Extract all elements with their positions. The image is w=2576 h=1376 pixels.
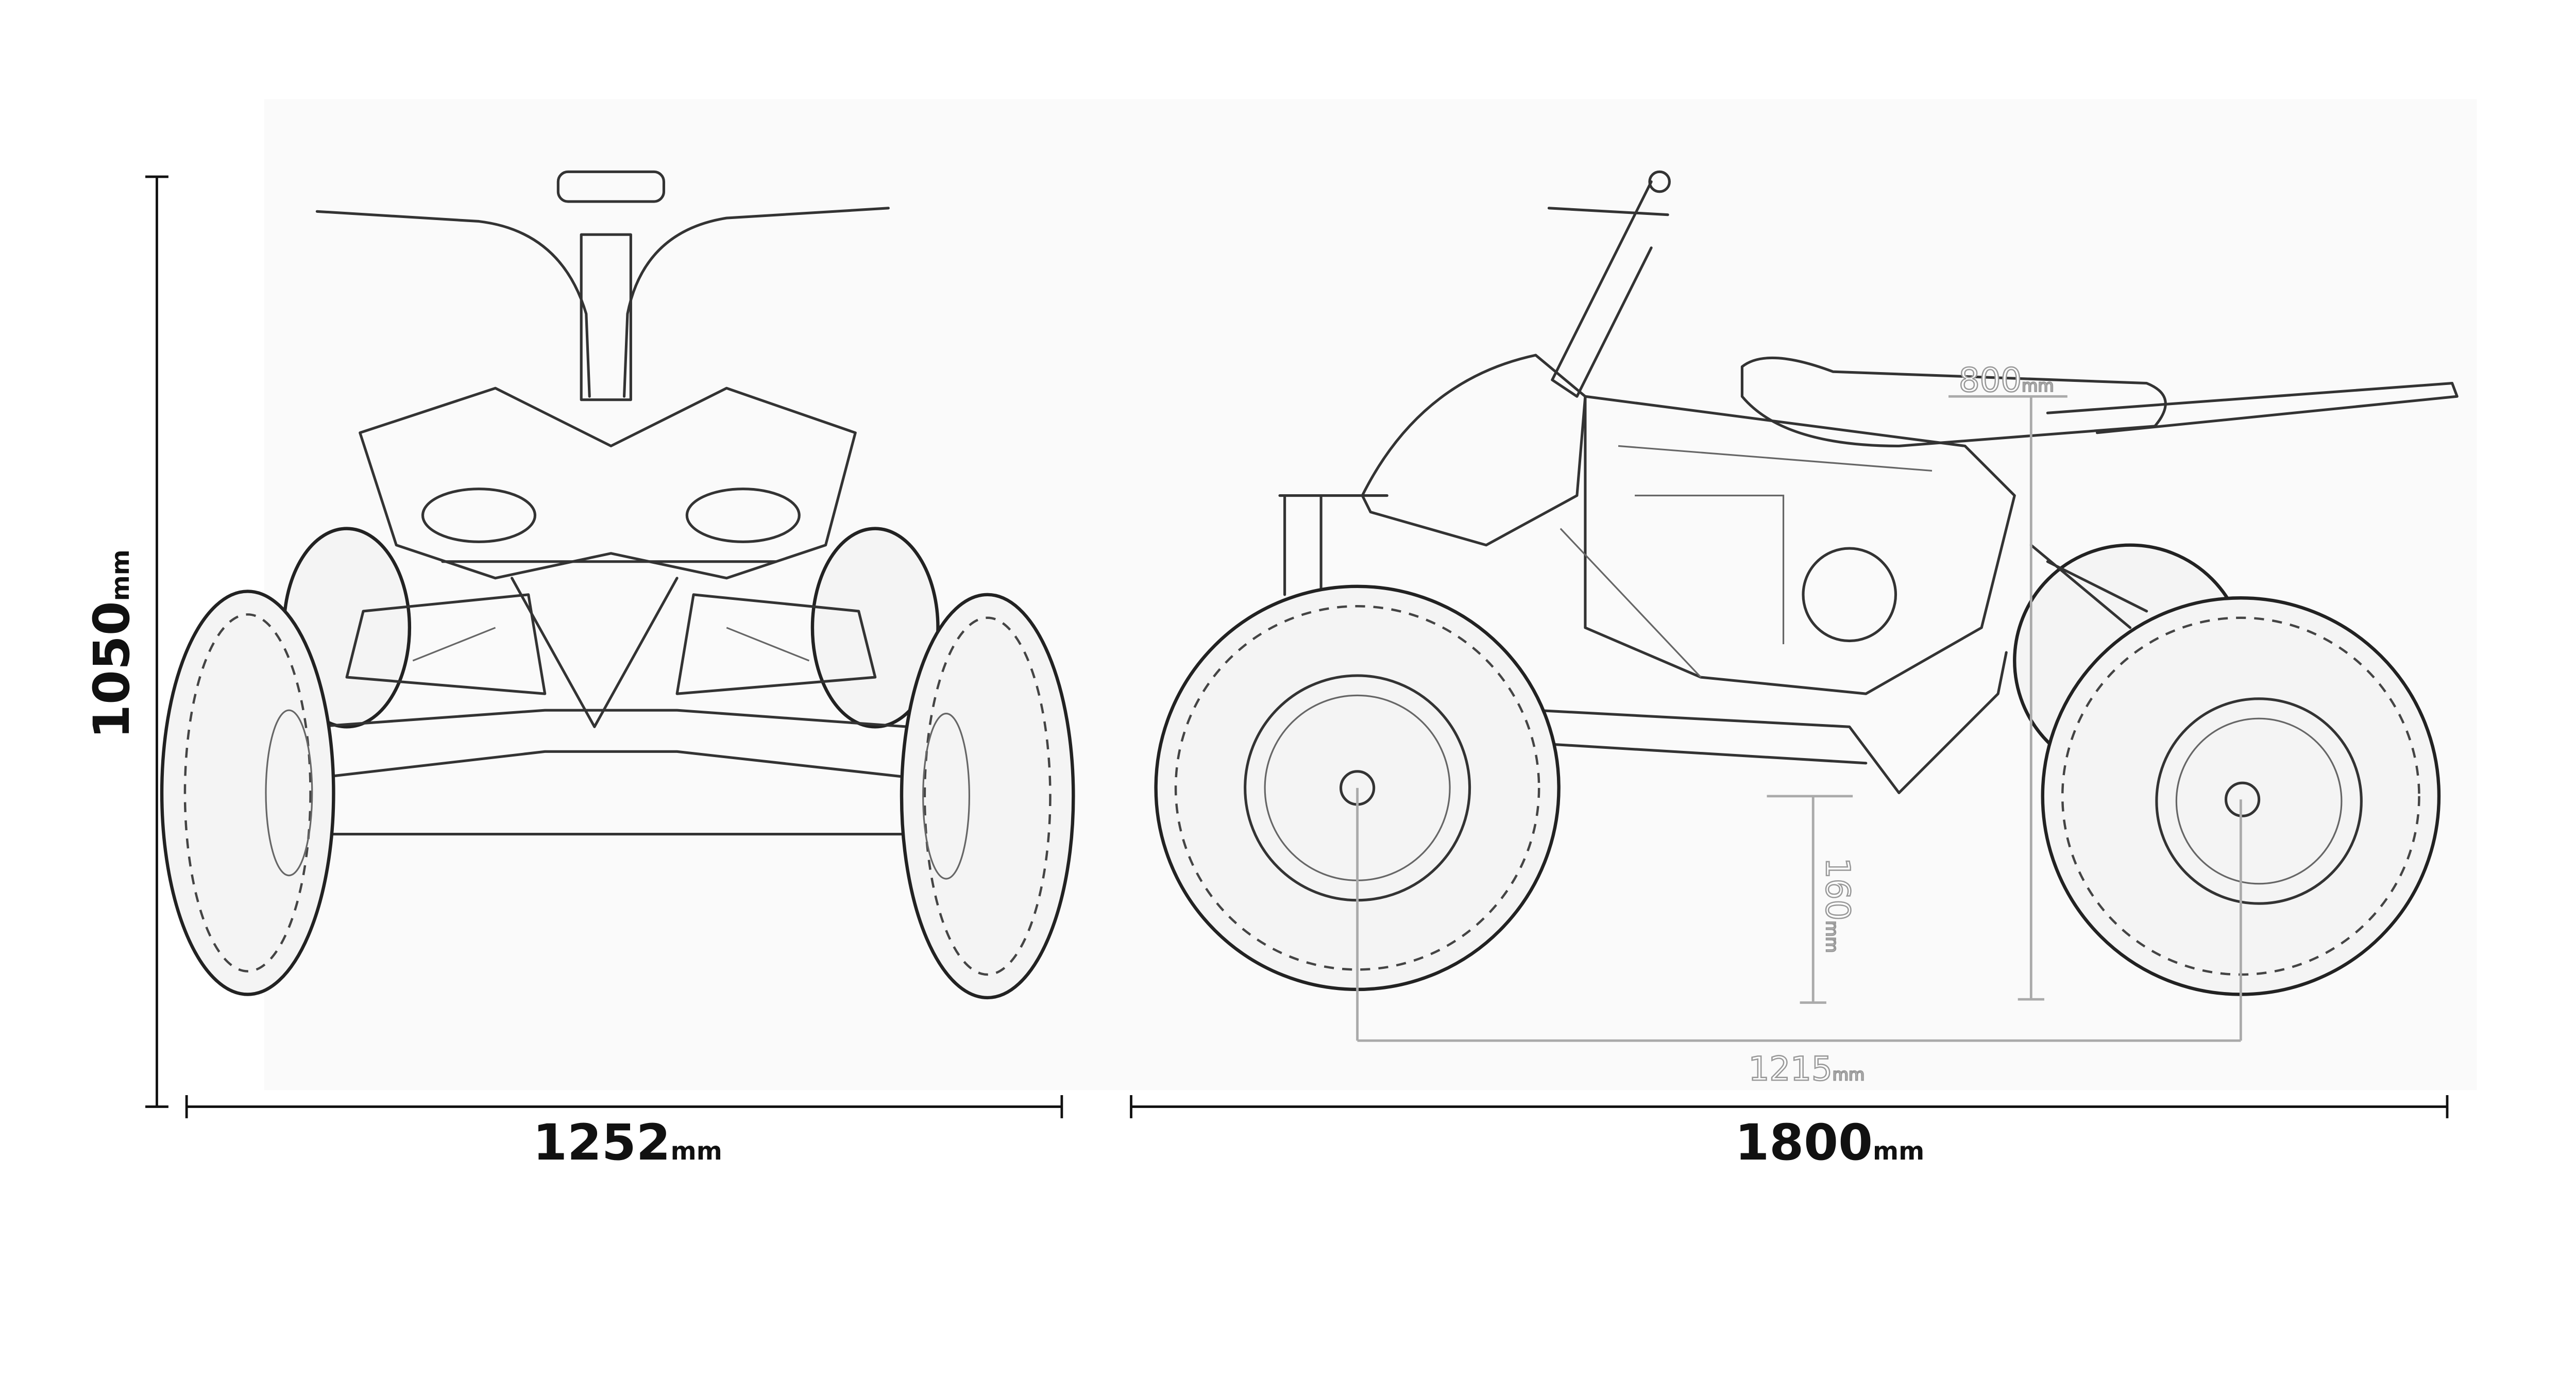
atv-front-view	[160, 170, 1075, 1000]
svg-text:160mm: 160mm	[1818, 858, 1856, 953]
wheelbase-dimension: 1215mm	[1356, 787, 2242, 1089]
atv-side-view	[1154, 170, 2459, 996]
ground-clearance-unit: mm	[1822, 920, 1842, 952]
svg-text:1215mm: 1215mm	[1749, 1050, 1865, 1088]
svg-text:1800mm: 1800mm	[1735, 1114, 1924, 1171]
length-unit: mm	[1873, 1137, 1924, 1166]
seat-height-value: 800	[1959, 362, 2022, 400]
atv-dimension-diagram: 1050mm 1252mm 1800mm 1215mm 160mm	[83, 170, 2459, 1171]
height-dimension: 1050mm	[83, 175, 168, 1108]
svg-text:1050mm: 1050mm	[83, 549, 141, 739]
seat-height-unit: mm	[2022, 376, 2054, 396]
height-value: 1050	[83, 601, 141, 739]
length-dimension: 1800mm	[1130, 1095, 2449, 1171]
seat-height-dimension: 800mm	[1948, 361, 2067, 1001]
width-dimension: 1252mm	[185, 1095, 1063, 1171]
svg-text:1252mm: 1252mm	[533, 1114, 722, 1171]
svg-text:800mm: 800mm	[1959, 362, 2054, 400]
width-value: 1252	[533, 1114, 671, 1171]
wheelbase-unit: mm	[1833, 1065, 1865, 1084]
ground-clearance-value: 160	[1818, 858, 1856, 920]
height-unit: mm	[106, 549, 135, 601]
wheelbase-value: 1215	[1749, 1050, 1833, 1088]
ground-clearance-dimension: 160mm	[1767, 795, 1857, 1004]
width-unit: mm	[671, 1137, 722, 1166]
length-value: 1800	[1735, 1114, 1873, 1171]
